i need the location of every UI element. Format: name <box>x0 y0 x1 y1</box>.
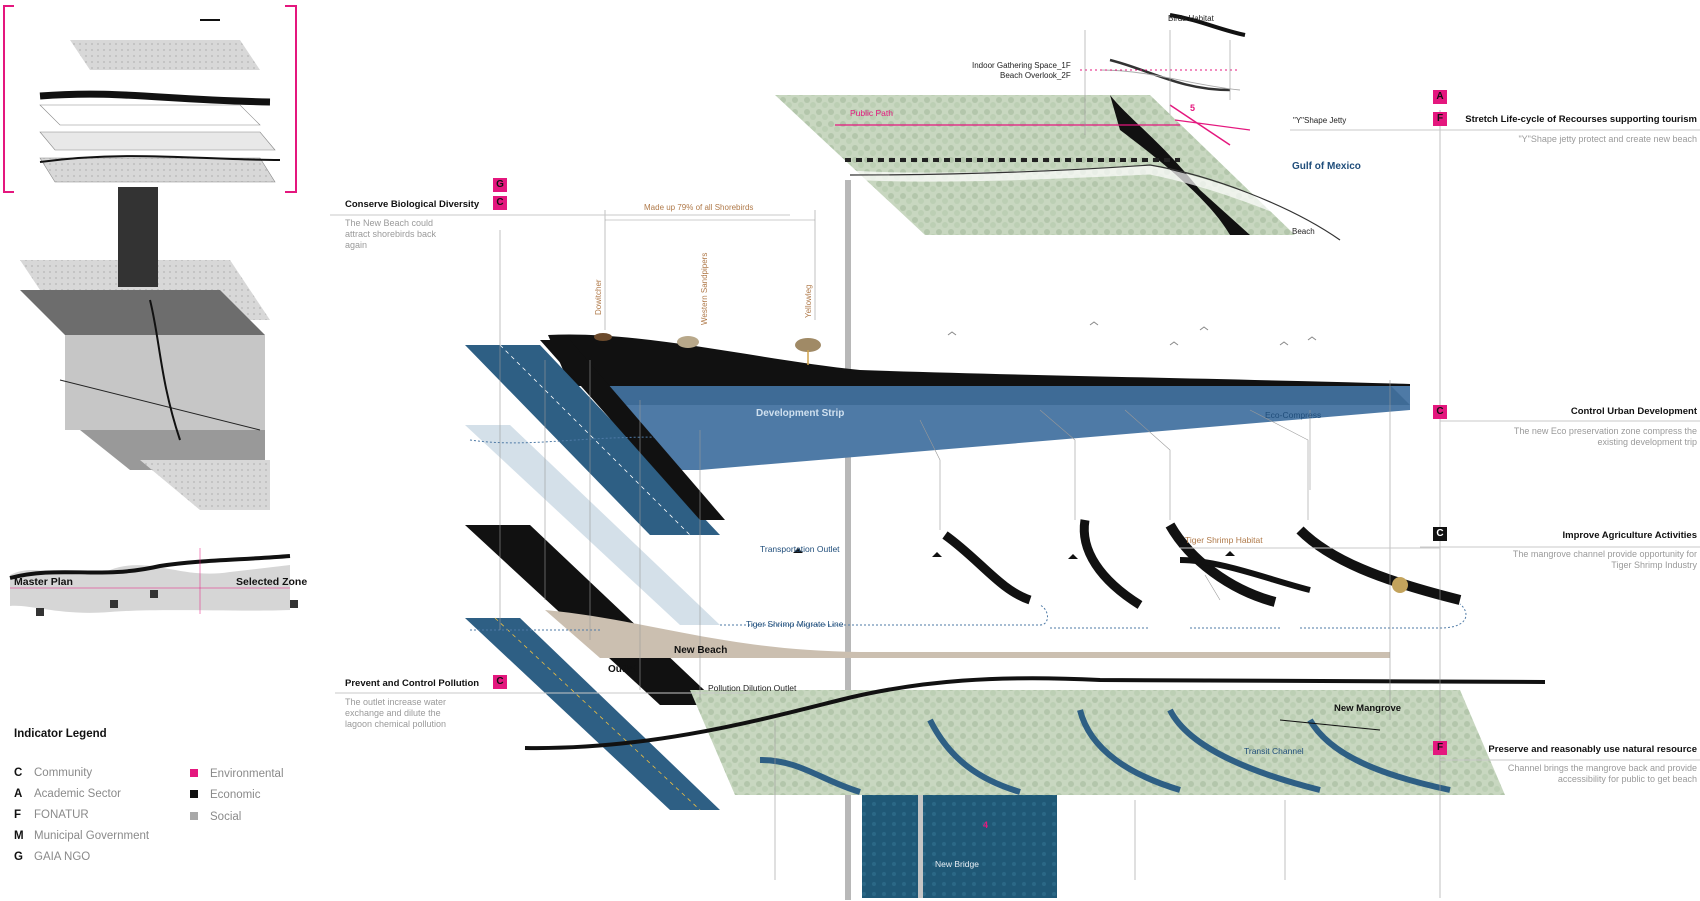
pollution-desc: The outlet increase water exchange and d… <box>345 697 447 729</box>
badge-preserve-f: F <box>1433 741 1447 755</box>
viewpoint-5-marker: 5 <box>1190 103 1196 113</box>
eco-compress-label: Eco-Compress <box>1265 410 1322 420</box>
axon-layer <box>140 460 270 510</box>
road-layer-bottom <box>465 618 720 810</box>
birds-habitat-shape <box>1169 13 1246 37</box>
gulf-label: Gulf of Mexico <box>1292 161 1361 172</box>
new-beach-black <box>548 334 1410 386</box>
flying-birds <box>947 321 1317 346</box>
selected-zone-label: Selected Zone <box>236 576 308 588</box>
legend-color-social: Social <box>190 811 241 823</box>
new-beach-sand <box>545 610 1390 658</box>
new-beach-label: New Beach <box>674 645 728 656</box>
development-strip <box>590 385 1410 470</box>
mini-axon <box>39 19 281 183</box>
development-strip-label: Development Strip <box>756 408 845 419</box>
social-swatch <box>190 812 198 820</box>
new-mangrove-label: New Mangrove <box>1334 703 1402 714</box>
badge-c: C <box>493 196 507 210</box>
transit-channel-label: Transit Channel <box>1244 746 1304 756</box>
agriculture-desc: The mangrove channel provide opportunity… <box>1512 549 1697 570</box>
environmental-swatch <box>190 769 198 777</box>
master-plan-map <box>9 548 298 616</box>
agriculture-title: Improve Agriculture Activities <box>1562 530 1697 541</box>
outlet-label: Outlet <box>608 664 637 675</box>
indicator-dividers <box>330 129 1700 761</box>
arrowheads <box>793 548 1235 559</box>
leader-lines <box>499 30 1441 898</box>
tiger-shrimp-migrate-label: Tiger Shrimp Migrate Line <box>746 619 844 629</box>
badge-urban-c: C <box>1433 405 1447 419</box>
axon-column <box>118 187 158 287</box>
master-plan-label: Master Plan <box>14 576 73 588</box>
badge-pollution-c: C <box>493 675 507 689</box>
birds-habitat-label: Birds Habitat <box>1168 14 1214 23</box>
preserve-title: Preserve and reasonably use natural reso… <box>1488 744 1697 755</box>
road-layer-top <box>465 345 720 535</box>
stretch-title: Stretch Life-cycle of Recourses supporti… <box>1465 114 1697 125</box>
urban-desc: The new Eco preservation zone compress t… <box>1513 426 1697 447</box>
preserve-desc: Channel brings the mangrove back and pro… <box>1507 763 1697 784</box>
species-dowitcher: Dowitcher <box>594 279 603 315</box>
urban-title: Control Urban Development <box>1570 406 1697 417</box>
badge-agri-c: C <box>1433 527 1447 541</box>
viewpoint-4-marker: 4 <box>983 820 989 830</box>
birds-header: Made up 79% of all Shorebirds <box>644 203 754 212</box>
badge-a: A <box>1433 90 1447 104</box>
selection-bracket <box>3 5 297 193</box>
beach-label: Beach <box>1292 227 1315 236</box>
tiger-shrimp-habitat-label: Tiger Shrimp Habitat <box>1185 535 1263 545</box>
shrimp-channel <box>1296 526 1462 605</box>
species-yellowleg: Yellowleg <box>804 284 813 318</box>
badge-g: G <box>493 178 507 192</box>
species-western-sandpipers: Western Sandpipers <box>700 252 709 325</box>
mangrove-edge <box>524 676 1546 751</box>
new-bridge-label: New Bridge <box>935 859 979 869</box>
top-plane <box>775 95 1295 235</box>
biodiversity-title: Conserve Biological Diversity <box>345 199 480 210</box>
transportation-outlet-label: Transportation Outlet <box>760 544 840 554</box>
pollution-title: Prevent and Control Pollution <box>345 678 480 689</box>
public-path-label: Public Path <box>850 108 893 118</box>
legend-color-economic: Economic <box>190 789 261 801</box>
stretch-desc: "Y"Shape jetty protect and create new be… <box>1518 134 1697 144</box>
axon-stack <box>20 187 270 510</box>
badge-f: F <box>1433 112 1447 126</box>
beach-overlook-label: Beach Overlook_2F <box>1000 71 1071 80</box>
central-axis <box>845 180 851 900</box>
shorebirds <box>594 333 1408 593</box>
axon-layer <box>20 290 265 335</box>
biodiversity-desc: The New Beach could attract shorebirds b… <box>345 218 437 250</box>
indoor-gathering-label: Indoor Gathering Space_1F <box>972 61 1071 70</box>
water-plane <box>862 795 1057 898</box>
legend-color-environmental: Environmental <box>190 768 284 780</box>
shrimp-channel <box>1079 519 1143 609</box>
economic-swatch <box>190 790 198 798</box>
shrimp-channel <box>1165 522 1277 607</box>
shrimp-channel <box>942 531 1032 605</box>
y-jetty-label: "Y"Shape Jetty <box>1293 116 1347 125</box>
new-bridge-deck <box>918 795 923 898</box>
pollution-dilution-label: Pollution Dilution Outlet <box>708 683 797 693</box>
legend-title: Indicator Legend <box>14 728 107 740</box>
road-layer-mid <box>465 525 720 705</box>
